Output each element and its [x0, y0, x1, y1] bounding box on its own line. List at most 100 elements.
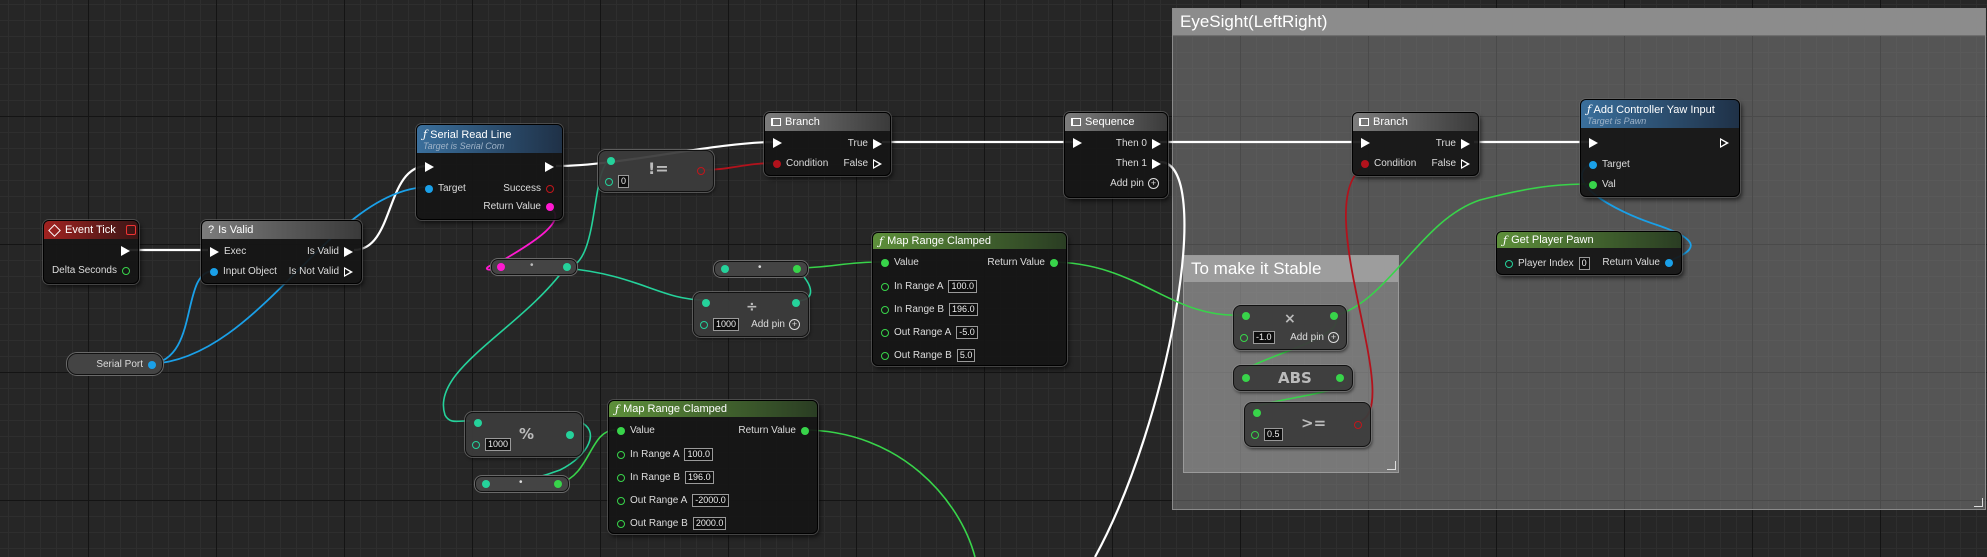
input-object-pin[interactable]: Input Object: [210, 266, 277, 277]
float-pin-icon[interactable]: [1050, 258, 1058, 267]
node-is-valid[interactable]: ?Is Valid Exec Input Object Is Valid Is …: [201, 220, 362, 284]
then-1-pin[interactable]: Then 1: [1116, 158, 1161, 169]
value-field[interactable]: 0.5: [1264, 428, 1283, 441]
node-multiply[interactable]: -1.0 × Add pin+: [1233, 305, 1347, 350]
value-field[interactable]: 1000: [485, 438, 512, 451]
add-pin-button[interactable]: Add pin+: [751, 319, 800, 330]
int-pin-icon[interactable]: [482, 480, 490, 488]
value-field[interactable]: 5.0: [956, 349, 976, 362]
true-pin[interactable]: True: [848, 138, 882, 149]
node-not-equal[interactable]: 0 !=: [598, 150, 714, 192]
float-pin-icon[interactable]: [617, 450, 625, 459]
false-pin[interactable]: False: [1432, 158, 1470, 169]
int-pin-icon[interactable]: [607, 157, 615, 165]
out-range-a-pin[interactable]: Out Range A-2000.0: [617, 494, 729, 507]
object-pin-icon[interactable]: [210, 267, 218, 276]
float-pin-icon[interactable]: [881, 258, 889, 267]
value-pin[interactable]: Value: [617, 425, 655, 436]
int-pin-icon[interactable]: [700, 320, 708, 329]
exec-arrow-icon[interactable]: [425, 162, 434, 172]
node-sequence[interactable]: Sequence Then 0 Then 1 Add pin+: [1064, 112, 1168, 198]
value-field[interactable]: 196.0: [685, 471, 714, 484]
exec-arrow-icon[interactable]: [1461, 138, 1470, 149]
float-pin-icon[interactable]: [1330, 312, 1338, 320]
float-pin-icon[interactable]: [122, 266, 130, 275]
float-pin-icon[interactable]: [1242, 312, 1250, 320]
node-branch-2[interactable]: Branch Condition True False: [1352, 112, 1479, 176]
return-value-pin[interactable]: Return Value: [987, 257, 1058, 268]
exec-in-pin[interactable]: [1073, 138, 1082, 148]
val-pin[interactable]: Val: [1589, 179, 1616, 190]
float-pin-icon[interactable]: [1240, 333, 1248, 342]
resize-handle-icon[interactable]: [1387, 461, 1396, 470]
exec-arrow-icon[interactable]: [773, 138, 782, 148]
float-pin-icon[interactable]: [554, 480, 562, 488]
value-field[interactable]: -2000.0: [692, 494, 729, 507]
condition-pin[interactable]: Condition: [1361, 158, 1416, 169]
value-field[interactable]: 0: [618, 175, 630, 188]
node-event-tick[interactable]: Event Tick Delta Seconds: [43, 220, 139, 284]
exec-arrow-icon[interactable]: [344, 246, 353, 257]
int-pin-icon[interactable]: [1505, 259, 1513, 268]
value-pin[interactable]: Value: [881, 257, 919, 268]
exec-arrow-icon[interactable]: [1152, 158, 1161, 169]
node-serial-port-variable[interactable]: Serial Port: [67, 353, 163, 375]
bool-pin-icon[interactable]: [1354, 421, 1362, 429]
float-pin-icon[interactable]: [881, 351, 889, 360]
object-pin-icon[interactable]: [1589, 160, 1597, 169]
exec-arrow-icon[interactable]: [545, 162, 554, 172]
object-pin-icon[interactable]: [148, 360, 156, 369]
delegate-icon[interactable]: [125, 225, 136, 235]
is-not-valid-pin[interactable]: Is Not Valid: [289, 266, 353, 277]
node-serial-read-line[interactable]: ƒ Serial Read Line Target is Serial Com …: [416, 124, 563, 220]
then-0-pin[interactable]: Then 0: [1116, 138, 1161, 149]
float-pin-icon[interactable]: [1336, 374, 1344, 382]
float-pin-icon[interactable]: [881, 282, 889, 291]
exec-arrow-icon[interactable]: [873, 158, 882, 169]
value-field[interactable]: 196.0: [949, 303, 978, 316]
value-field[interactable]: -1.0: [1253, 331, 1275, 344]
plus-icon[interactable]: +: [1328, 332, 1339, 343]
plus-icon[interactable]: +: [789, 319, 800, 330]
exec-in-pin[interactable]: Exec: [210, 246, 246, 257]
exec-in-pin[interactable]: [425, 162, 434, 172]
bool-pin-icon[interactable]: [546, 184, 554, 193]
string-pin-icon[interactable]: [497, 263, 505, 271]
return-value-pin[interactable]: Return Value: [483, 201, 554, 212]
node-int-to-float-2[interactable]: •: [475, 476, 569, 492]
float-pin-icon[interactable]: [881, 328, 889, 337]
float-pin-icon[interactable]: [617, 519, 625, 528]
float-pin-icon[interactable]: [617, 496, 625, 505]
float-pin-icon[interactable]: [1253, 409, 1261, 417]
resize-handle-icon[interactable]: [1974, 498, 1983, 507]
node-divide[interactable]: 1000 ÷ Add pin+: [693, 292, 809, 337]
int-pin-icon[interactable]: [792, 299, 800, 307]
exec-arrow-icon[interactable]: [121, 246, 130, 256]
exec-arrow-icon[interactable]: [1461, 158, 1470, 169]
is-valid-pin[interactable]: Is Valid: [307, 246, 353, 257]
float-pin-icon[interactable]: [617, 473, 625, 482]
false-pin[interactable]: False: [844, 158, 882, 169]
comment-title[interactable]: EyeSight(LeftRight): [1173, 9, 1985, 36]
float-pin-icon[interactable]: [1251, 430, 1259, 439]
node-string-to-int[interactable]: •: [491, 259, 577, 275]
delta-seconds-pin[interactable]: Delta Seconds: [52, 265, 130, 276]
exec-in-pin[interactable]: [773, 138, 782, 148]
exec-arrow-icon[interactable]: [210, 246, 219, 257]
target-pin[interactable]: Target: [425, 183, 466, 194]
value-field[interactable]: 0: [1578, 257, 1590, 270]
plus-icon[interactable]: +: [1148, 178, 1159, 189]
success-pin[interactable]: Success: [503, 183, 554, 194]
node-greater-equal[interactable]: 0.5 >=: [1244, 402, 1371, 447]
value-field[interactable]: 1000: [713, 318, 740, 331]
float-pin-icon[interactable]: [617, 426, 625, 435]
value-field[interactable]: 100.0: [684, 448, 714, 461]
add-pin-button[interactable]: Add pin+: [1290, 332, 1339, 343]
comment-title[interactable]: To make it Stable: [1184, 256, 1398, 282]
value-field[interactable]: 2000.0: [692, 517, 727, 530]
b-pin[interactable]: 1000: [472, 438, 512, 451]
